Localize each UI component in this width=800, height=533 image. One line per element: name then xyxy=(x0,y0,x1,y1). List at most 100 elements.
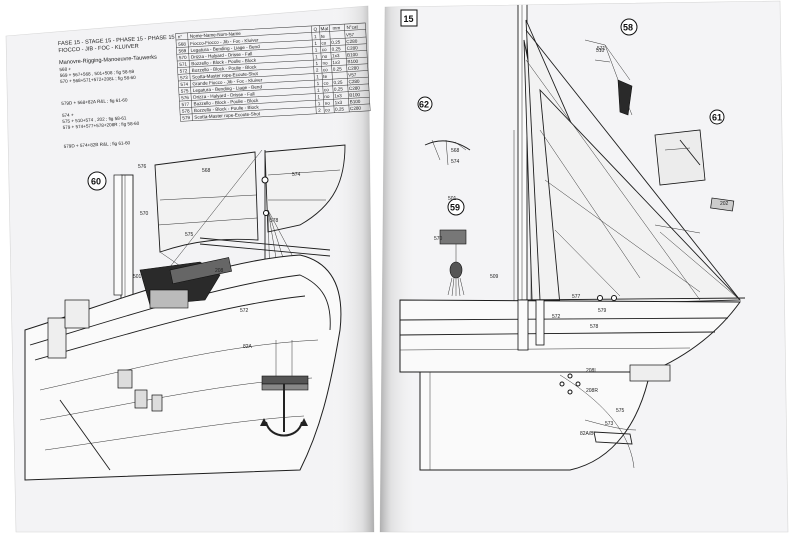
figure-number: 59 xyxy=(450,203,460,213)
table-cell: 2 xyxy=(318,108,321,113)
table-cell: 1 xyxy=(315,48,318,53)
table-cell: Legatura - Bending - Liage - Bend xyxy=(193,84,263,93)
table-cell: 1x3 xyxy=(335,100,343,105)
part-label: 574 xyxy=(451,159,460,165)
figure-number: 61 xyxy=(712,113,722,123)
table-cell: co xyxy=(323,80,329,85)
anchor-drawing xyxy=(260,340,309,437)
figure-number-circle xyxy=(709,109,725,125)
part-label: 574 xyxy=(292,172,301,178)
table-cell: 570 xyxy=(179,55,187,60)
figure-number-circle xyxy=(417,96,433,112)
table-cell: 1 xyxy=(314,41,317,46)
figure-number: 62 xyxy=(419,100,429,110)
table-cell: 1 xyxy=(317,94,320,99)
rigging-line: 579D + 568+82A R&L ; fig 61-60 xyxy=(61,97,128,106)
part-label: 568 xyxy=(451,148,460,154)
table-header-cell: Mat xyxy=(320,26,329,31)
table-header-cell: n° xyxy=(178,34,183,39)
part-label: 571 xyxy=(597,46,606,52)
table-cell: 1 xyxy=(315,54,318,59)
table-cell: 1 xyxy=(316,81,319,86)
part-label: 572 xyxy=(552,314,561,320)
right-page-drawings: 15 xyxy=(399,1,746,471)
table-row: 576 Drizza - Halyard - Drisse - Fall 1 co 0,… xyxy=(179,85,370,102)
table-cell: B100 xyxy=(349,92,360,98)
part-label: 208R xyxy=(586,388,598,394)
table-cell: 0,25 xyxy=(332,46,342,52)
part-label: 568 xyxy=(202,168,211,174)
table-cell: te xyxy=(323,74,328,79)
table-header-cell: mm xyxy=(332,25,340,30)
part-label: 578 xyxy=(590,324,599,330)
part-label: 572 xyxy=(240,308,249,314)
table-cell: 0,25 xyxy=(333,66,343,72)
rigging-title: Manovre-Rigging-Manoeuvre-Tauwerks xyxy=(59,55,157,66)
part-label: 501 xyxy=(448,196,457,202)
table-cell: 0,25 xyxy=(334,86,344,92)
rigging-line: 570 + 568+571+572+208L ; fig 58-60 xyxy=(60,75,136,84)
table-cell: 569 xyxy=(178,48,186,53)
table-header-cell: Nome-Name-Nom-Name xyxy=(190,31,242,39)
table-header-row: n° Nome-Name-Nom-Name Q Mat mm N°cat xyxy=(178,24,359,39)
table-cell: Bozzello - Block - Poulie - Block xyxy=(191,58,257,67)
table-cell: V57 xyxy=(346,32,355,37)
rigging-notes: 568 + 569 + 567+568 , 501+508 ; fig 58-5… xyxy=(59,66,139,130)
table-cell: no xyxy=(322,54,328,59)
table-cell: Bozzello - Block - Poulie - Block xyxy=(194,104,260,113)
table-cell: co xyxy=(325,107,331,112)
table-cell: Bozzello - Block - Poulie - Block xyxy=(193,98,259,107)
table-cell: 1x3 xyxy=(332,60,340,65)
table-cell: Drizza - Halyard - Drisse - Fall xyxy=(191,51,253,59)
table-cell: 573 xyxy=(180,75,188,80)
table-cell: 0,25 xyxy=(335,106,345,112)
part-label: 202 xyxy=(720,201,729,207)
table-cell: 2 xyxy=(316,68,319,73)
part-label: 510 xyxy=(596,48,605,54)
part-label: 570 xyxy=(434,236,443,242)
table-cell: Bozzello - Block - Poulie - Block xyxy=(192,64,258,73)
table-cell: C280 xyxy=(346,39,358,45)
table-cell: 1 xyxy=(315,61,318,66)
table-cell: B100 xyxy=(347,59,358,65)
table-header-cell: N°cat xyxy=(346,24,358,30)
table-cell: C280 xyxy=(350,105,362,111)
table-cell: 568 xyxy=(178,41,186,46)
jib-sail-574 xyxy=(264,144,346,233)
table-cell: te xyxy=(321,34,326,39)
table-cell: no xyxy=(325,101,331,106)
table-cell: Legatura - Bending - Liage - Bend xyxy=(190,44,260,53)
table-cell: 1 xyxy=(317,88,320,93)
table-cell: Scotta-Master rope-Ecoute-Shot xyxy=(192,71,259,80)
phase-subheader: FIOCCO - JIB - FOC - KLUIVER xyxy=(58,44,139,54)
part-label: 578 xyxy=(270,218,279,224)
part-label: 82A xyxy=(243,344,253,350)
figure-number: 60 xyxy=(91,177,101,187)
part-label: 579 xyxy=(598,308,607,314)
part-label: 82A/B xyxy=(580,431,594,437)
part-label: 208L xyxy=(586,368,597,374)
table-cell: Drizza - Halyard - Drisse - Fall xyxy=(193,91,255,99)
jib-sail-568 xyxy=(154,151,259,253)
table-cell: 1 xyxy=(316,74,319,79)
table-cell: 578 xyxy=(182,108,190,113)
table-cell: C280 xyxy=(347,45,359,51)
table-cell: co xyxy=(324,87,330,92)
table-cell: C280 xyxy=(349,85,361,91)
table-cell: B100 xyxy=(350,99,361,105)
table-cell: C280 xyxy=(348,79,360,85)
table-cell: 0,25 xyxy=(333,80,343,86)
table-cell: 576 xyxy=(181,95,189,100)
table-cell: Grande Fiocco - Jib - Foc - Kluiver xyxy=(192,77,263,86)
table-cell: Fiocco-Fiocco - Jib - Foc - Kluiver xyxy=(190,37,259,46)
page-number-box xyxy=(400,9,418,27)
